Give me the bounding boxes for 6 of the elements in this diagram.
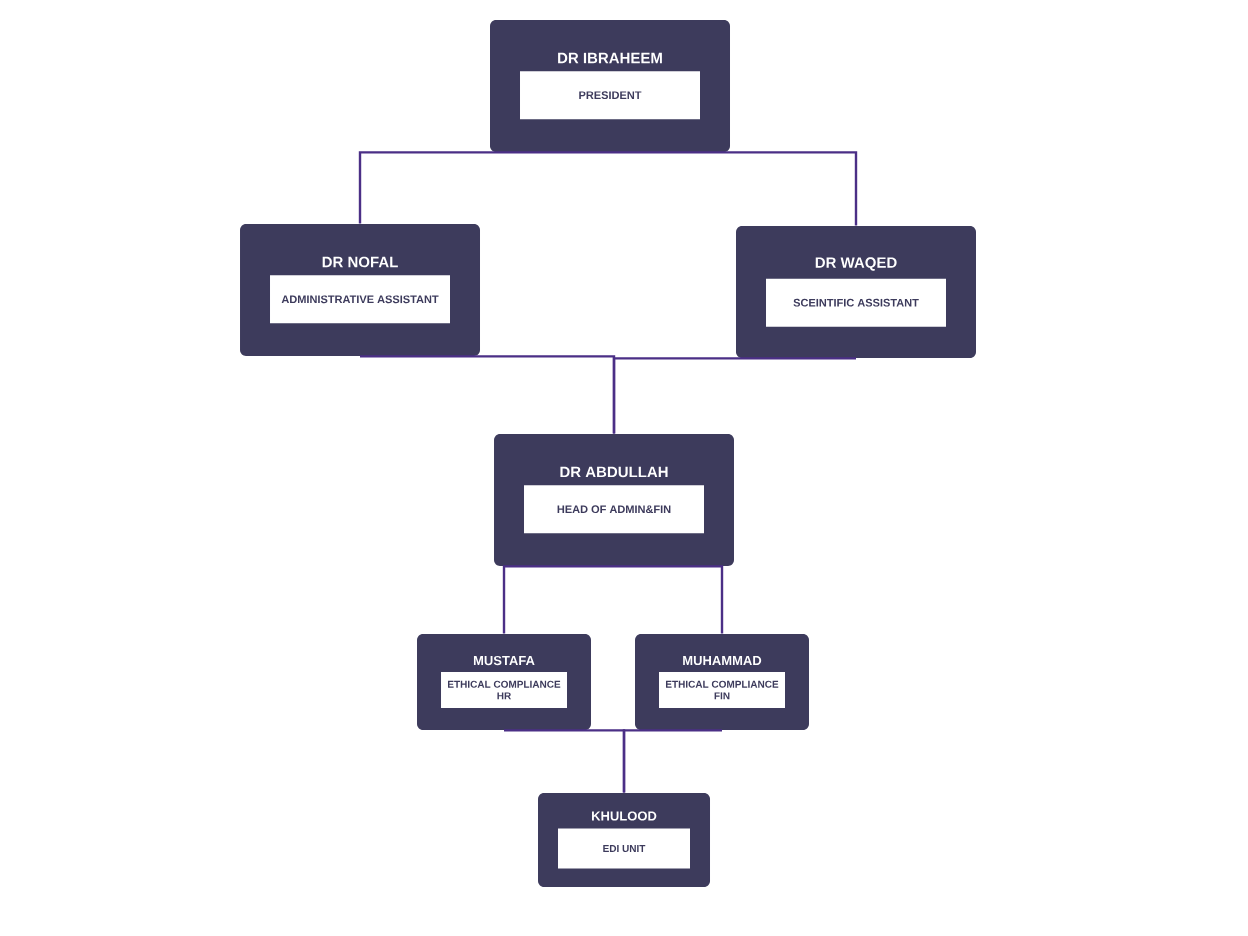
connector-line xyxy=(502,565,614,634)
connector-line xyxy=(622,729,722,793)
connector-line xyxy=(610,151,858,226)
connector-line xyxy=(612,357,856,434)
connector-line xyxy=(358,151,610,224)
connector-line xyxy=(614,565,724,634)
